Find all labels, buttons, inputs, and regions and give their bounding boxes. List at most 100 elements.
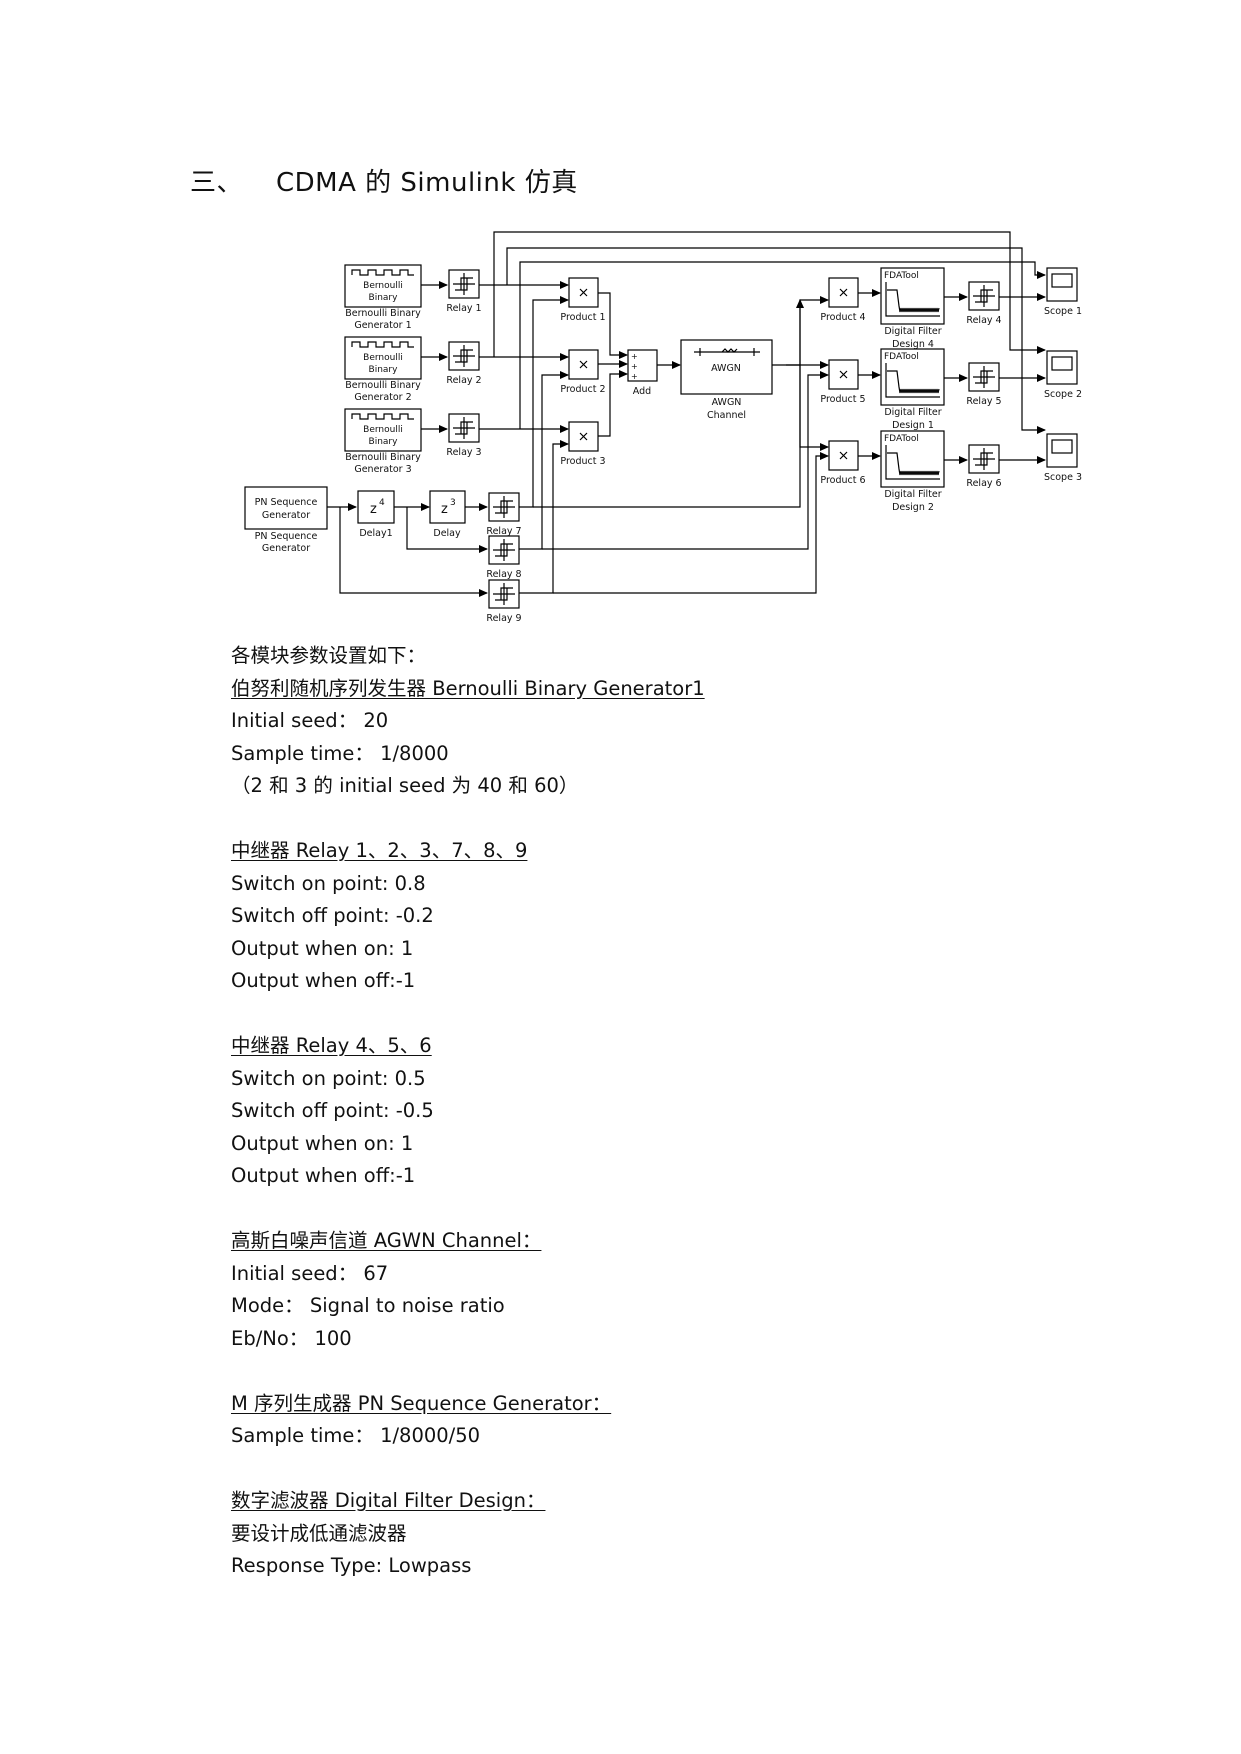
relay4-label: Relay 4	[966, 315, 1001, 326]
relay6-block[interactable]: Relay 6	[966, 444, 1002, 489]
param-text: 伯努利随机序列发生器 Bernoulli Binary Generator1	[231, 676, 705, 700]
section-number: 三、	[190, 168, 244, 198]
filter4-block[interactable]: FDATool	[880, 267, 945, 325]
delay-z: z	[441, 502, 448, 517]
simulink-block-diagram: Bernoulli Binary Bernoulli Binary Genera…	[244, 231, 1082, 624]
bernoulli-generator-3[interactable]: Bernoulli Binary	[344, 408, 422, 452]
param-line: Output when off:-1	[231, 965, 1131, 998]
param-text: Switch on point: 0.5	[231, 1066, 426, 1090]
bern1-label: Bernoulli Binary Generator 1	[345, 308, 421, 331]
param-line: 要设计成低通滤波器	[231, 1518, 1131, 1551]
relay1-block[interactable]: Relay 1	[446, 269, 482, 314]
product1-label: Product 1	[560, 312, 605, 323]
param-text: （2 和 3 的 initial seed 为 40 和 60）	[231, 774, 579, 797]
product1-block[interactable]: Product 1	[560, 277, 606, 323]
param-line: （2 和 3 的 initial seed 为 40 和 60）	[231, 770, 1131, 803]
relay9-block[interactable]: Relay 9	[486, 579, 522, 624]
relay6-label: Relay 6	[966, 478, 1001, 489]
pn-inner-2: Generator	[262, 510, 310, 521]
param-line: Output when off:-1	[231, 1160, 1131, 1193]
bern2-inner-1: Bernoulli	[363, 353, 403, 363]
section-heading: 三、 CDMA 的 Simulink 仿真	[190, 162, 578, 199]
param-text: 高斯白噪声信道 AGWN Channel：	[231, 1229, 542, 1252]
pn-label: PN Sequence Generator	[254, 531, 318, 554]
scope1-block[interactable]: Scope 1	[1044, 267, 1082, 317]
add-label: Add	[633, 386, 651, 397]
param-line: Eb/No： 100	[231, 1323, 1131, 1356]
blank-line	[231, 1355, 1131, 1388]
signal-wires	[327, 231, 1046, 597]
relay4-block[interactable]: Relay 4	[966, 281, 1002, 326]
relay3-block[interactable]: Relay 3	[446, 413, 482, 458]
filter2-block[interactable]: FDATool	[880, 430, 945, 488]
relay5-block[interactable]: Relay 5	[966, 362, 1002, 407]
scope3-block[interactable]: Scope 3	[1044, 433, 1082, 483]
relay2-block[interactable]: Relay 2	[446, 341, 482, 386]
relay1-label: Relay 1	[446, 303, 481, 314]
param-text: M 序列生成器 PN Sequence Generator：	[231, 1391, 612, 1415]
delay-label: Delay	[433, 528, 461, 539]
bern3-inner-1: Bernoulli	[363, 425, 403, 435]
scope-blocks: Scope 1 Scope 2 Scope 3	[1044, 267, 1082, 483]
filter4-label-wrap: Digital Filter Design 4	[884, 326, 941, 350]
param-text: 数字滤波器 Digital Filter Design：	[231, 1489, 546, 1512]
filter1-block[interactable]: FDATool	[880, 348, 945, 406]
add-block[interactable]: + + + Add	[627, 349, 658, 397]
blank-line	[231, 1193, 1131, 1226]
param-line: Sample time： 1/8000/50	[231, 1420, 1131, 1453]
param-line: Mode： Signal to noise ratio	[231, 1290, 1131, 1323]
relay7-block[interactable]: Relay 7	[486, 492, 522, 537]
awgn-label-wrap: AWGN Channel	[706, 397, 746, 421]
bern3-inner-2: Binary	[369, 437, 399, 447]
bern1-inner-2: Binary	[369, 293, 399, 303]
param-text: Switch on point: 0.8	[231, 871, 426, 895]
delay-sup: 3	[450, 498, 456, 508]
add-plus-3: +	[631, 372, 638, 381]
bernoulli-generator-1[interactable]: Bernoulli Binary	[344, 264, 422, 308]
param-text: Eb/No： 100	[231, 1326, 352, 1350]
product4-block[interactable]: Product 4	[820, 277, 866, 323]
bernoulli-generator-2[interactable]: Bernoulli Binary	[344, 336, 422, 380]
product6-block[interactable]: Product 6	[820, 440, 866, 486]
filter2-label-wrap: Digital Filter Design 2	[884, 489, 941, 513]
pn-label-wrap: PN Sequence Generator	[254, 531, 318, 554]
param-text: Initial seed： 67	[231, 1261, 389, 1285]
param-text: Switch off point: -0.2	[231, 904, 434, 927]
relay3-label: Relay 3	[446, 447, 481, 458]
awgn-label: AWGN Channel	[706, 397, 746, 421]
product3-block[interactable]: Product 3	[560, 421, 606, 467]
awgn-inner: AWGN	[711, 363, 741, 374]
param-text: Response Type: Lowpass	[231, 1554, 472, 1577]
delay1-block[interactable]: z 4 Delay1	[357, 490, 395, 539]
pn-sequence-generator[interactable]: PN Sequence Generator	[244, 486, 328, 530]
param-line: Switch on point: 0.5	[231, 1063, 1131, 1096]
relay8-label: Relay 8	[486, 569, 521, 580]
product5-block[interactable]: Product 5	[820, 359, 866, 405]
filter4-inner: FDATool	[884, 271, 919, 281]
bern1-label-wrap: Bernoulli Binary Generator 1	[345, 308, 421, 331]
blank-line	[231, 998, 1131, 1031]
param-line: Switch off point: -0.2	[231, 900, 1131, 933]
product2-label: Product 2	[560, 384, 605, 395]
delay1-sup: 4	[379, 498, 385, 508]
scope1-label: Scope 1	[1044, 306, 1082, 317]
blank-line	[231, 1453, 1131, 1486]
relay8-block[interactable]: Relay 8	[486, 535, 522, 580]
delay1-z: z	[370, 502, 377, 517]
awgn-channel-block[interactable]: AWGN	[680, 339, 773, 395]
bern2-label-wrap: Bernoulli Binary Generator 2	[345, 380, 420, 403]
scope2-block[interactable]: Scope 2	[1044, 350, 1082, 400]
product3-label: Product 3	[560, 456, 605, 467]
param-section-title: M 序列生成器 PN Sequence Generator：	[231, 1388, 1131, 1421]
param-text: 各模块参数设置如下：	[231, 644, 427, 667]
bern1-inner-1: Bernoulli	[363, 281, 403, 291]
param-section-title: 中继器 Relay 1、2、3、7、8、9	[231, 835, 1131, 868]
param-section-title: 中继器 Relay 4、5、6	[231, 1030, 1131, 1063]
delay-block[interactable]: z 3 Delay	[429, 490, 466, 539]
section-title: CDMA 的 Simulink 仿真	[276, 168, 578, 198]
filter1-inner: FDATool	[884, 352, 919, 362]
param-line: Switch on point: 0.8	[231, 868, 1131, 901]
product4-label: Product 4	[820, 312, 865, 323]
param-line: 各模块参数设置如下：	[231, 640, 1131, 673]
product2-block[interactable]: Product 2	[560, 349, 606, 395]
